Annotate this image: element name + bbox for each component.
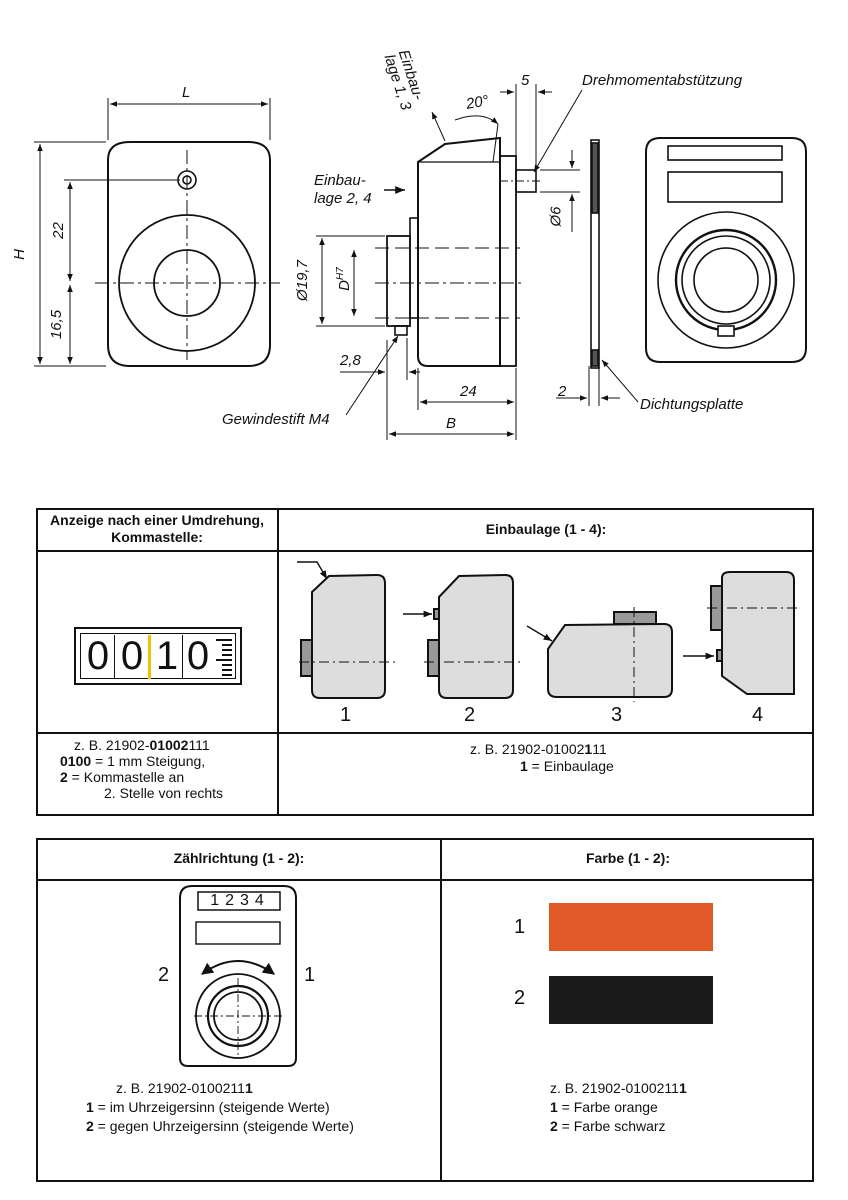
direction-left-label: 2 xyxy=(158,964,170,986)
table2-left-note-line3: 2 = gegen Uhrzeigersinn (steigende Werte… xyxy=(86,1118,354,1134)
note-bold: 2 xyxy=(86,1118,94,1134)
table1-left-note-line3: 2 = Kommastelle an xyxy=(60,769,184,785)
counter-digit: 0 xyxy=(120,634,144,678)
table1-row-divider xyxy=(36,732,814,734)
decimal-marker xyxy=(148,635,151,679)
color-swatch-black xyxy=(549,976,713,1024)
position-label: 4 xyxy=(752,704,764,726)
einbaulage-24-label: Einbau- lage 2, 4 xyxy=(314,172,372,207)
note-bold: 01002 xyxy=(149,737,189,753)
counter-digit: 0 xyxy=(186,634,210,678)
note-bold: 0100 xyxy=(60,753,92,769)
table1-right-note-line1: z. B. 21902-01002111 xyxy=(470,741,607,757)
position-label: 3 xyxy=(611,704,623,726)
counter-display: 0 0 1 0 xyxy=(74,627,242,685)
note-text: = 1 mm Steigung, xyxy=(91,753,206,769)
note-bold: 2 xyxy=(550,1118,558,1134)
dichtungsplatte-label: Dichtungsplatte xyxy=(640,396,744,413)
counter-digit: 0 xyxy=(86,634,110,678)
table1-left-note-line4: 2. Stelle von rechts xyxy=(104,785,224,801)
direction-counter-text: 1234 xyxy=(210,892,270,909)
dim-b-label: B xyxy=(446,415,457,432)
gasket-view xyxy=(556,139,639,406)
dim-d-label: DH7 xyxy=(335,267,353,291)
table2-left-note-line2: 1 = im Uhrzeigersinn (steigende Werte) xyxy=(86,1099,330,1115)
position-2-body xyxy=(438,573,514,699)
position-label: 1 xyxy=(340,704,352,726)
table2-right-note-line3: 2 = Farbe schwarz xyxy=(550,1118,666,1134)
dim-d-tolerance: H7 xyxy=(334,267,346,280)
position-4-body xyxy=(721,571,795,695)
counter-digit: 1 xyxy=(155,634,179,678)
note-text: = gegen Uhrzeigersinn (steigende Werte) xyxy=(93,1118,354,1134)
color-label: 1 xyxy=(514,916,526,938)
dim-2-label: 2 xyxy=(558,383,567,400)
table1-header-left: Anzeige nach einer Umdrehung, Kommastell… xyxy=(50,512,264,545)
front-view xyxy=(34,98,280,367)
dim-h-label: H xyxy=(10,249,28,260)
note-bold: 1 xyxy=(584,741,593,757)
table2-header-divider xyxy=(36,879,814,881)
table2-col-divider xyxy=(440,838,442,1182)
note-text: 11 xyxy=(592,741,607,757)
note-text: 111 xyxy=(188,737,210,753)
table2-header-left: Zählrichtung (1 - 2): xyxy=(173,850,305,866)
note-text: = im Uhrzeigersinn (steigende Werte) xyxy=(93,1099,330,1115)
table2-left-note-line1: z. B. 21902-01002111 xyxy=(116,1080,253,1096)
table2-header-right: Farbe (1 - 2): xyxy=(585,850,670,866)
note-bold: 2 xyxy=(60,769,68,785)
gewindestift-label: Gewindestift M4 xyxy=(222,411,330,428)
color-swatch-orange xyxy=(549,903,713,951)
dim-24-label: 24 xyxy=(460,383,477,400)
position-3-body xyxy=(547,622,673,698)
dim-phi19-7-label: Ø19,7 xyxy=(293,260,311,301)
table1-right-note-line2: 1 = Einbaulage xyxy=(520,758,614,774)
table2-right-note-line2: 1 = Farbe orange xyxy=(550,1099,658,1115)
table1-header-divider xyxy=(36,550,814,552)
color-label: 2 xyxy=(514,987,526,1009)
dim-d-text: D xyxy=(335,279,353,291)
note-text: z. B. 21902-0100211 xyxy=(116,1080,245,1096)
technical-drawing xyxy=(34,84,807,440)
position-label: 2 xyxy=(464,704,476,726)
note-bold: 1 xyxy=(244,1080,253,1096)
dim-2-8-label: 2,8 xyxy=(340,352,361,369)
note-text: z. B. 21902-01002 xyxy=(470,741,585,757)
note-bold: 1 xyxy=(678,1080,687,1096)
table2-right-note-line1: z. B. 21902-01002111 xyxy=(550,1080,687,1096)
table1-col-divider xyxy=(277,508,279,816)
side-view xyxy=(316,84,583,440)
dim-phi6-label: Ø6 xyxy=(547,206,565,227)
note-text: = Einbaulage xyxy=(527,758,614,774)
table-zaehlrichtung-farbe xyxy=(36,838,814,1182)
mounting-positions xyxy=(297,561,801,702)
digit-separator xyxy=(182,635,183,679)
note-bold: 1 xyxy=(520,758,528,774)
table1-header-right: Einbaulage (1 - 4): xyxy=(485,521,607,537)
note-bold: 1 xyxy=(550,1099,558,1115)
note-bold: 1 xyxy=(86,1099,94,1115)
table1-left-note-line2: 0100 = 1 mm Steigung, xyxy=(60,753,205,769)
counter-inner xyxy=(80,633,236,679)
note-text: = Kommastelle an xyxy=(67,769,185,785)
note-text: = Farbe schwarz xyxy=(557,1118,666,1134)
scale-ticks-icon xyxy=(216,639,232,676)
note-text: z. B. 21902-0100211 xyxy=(550,1080,679,1096)
note-text: = Farbe orange xyxy=(557,1099,658,1115)
dim-22-label: 22 xyxy=(49,222,67,239)
dim-5-label: 5 xyxy=(521,72,530,89)
dim-l-label: L xyxy=(182,84,191,101)
counting-direction-device xyxy=(179,885,297,1067)
dim-16-5-label: 16,5 xyxy=(48,309,66,340)
table-einbaulage xyxy=(36,508,814,816)
drehmoment-label: Drehmomentabstützung xyxy=(582,72,743,89)
note-text: z. B. 21902- xyxy=(74,737,150,753)
digit-separator xyxy=(114,635,115,679)
table1-left-note-line1: z. B. 21902-01002111 xyxy=(74,737,210,753)
direction-right-label: 1 xyxy=(304,964,316,986)
rear-view xyxy=(645,137,807,363)
position-1-body xyxy=(311,573,386,699)
